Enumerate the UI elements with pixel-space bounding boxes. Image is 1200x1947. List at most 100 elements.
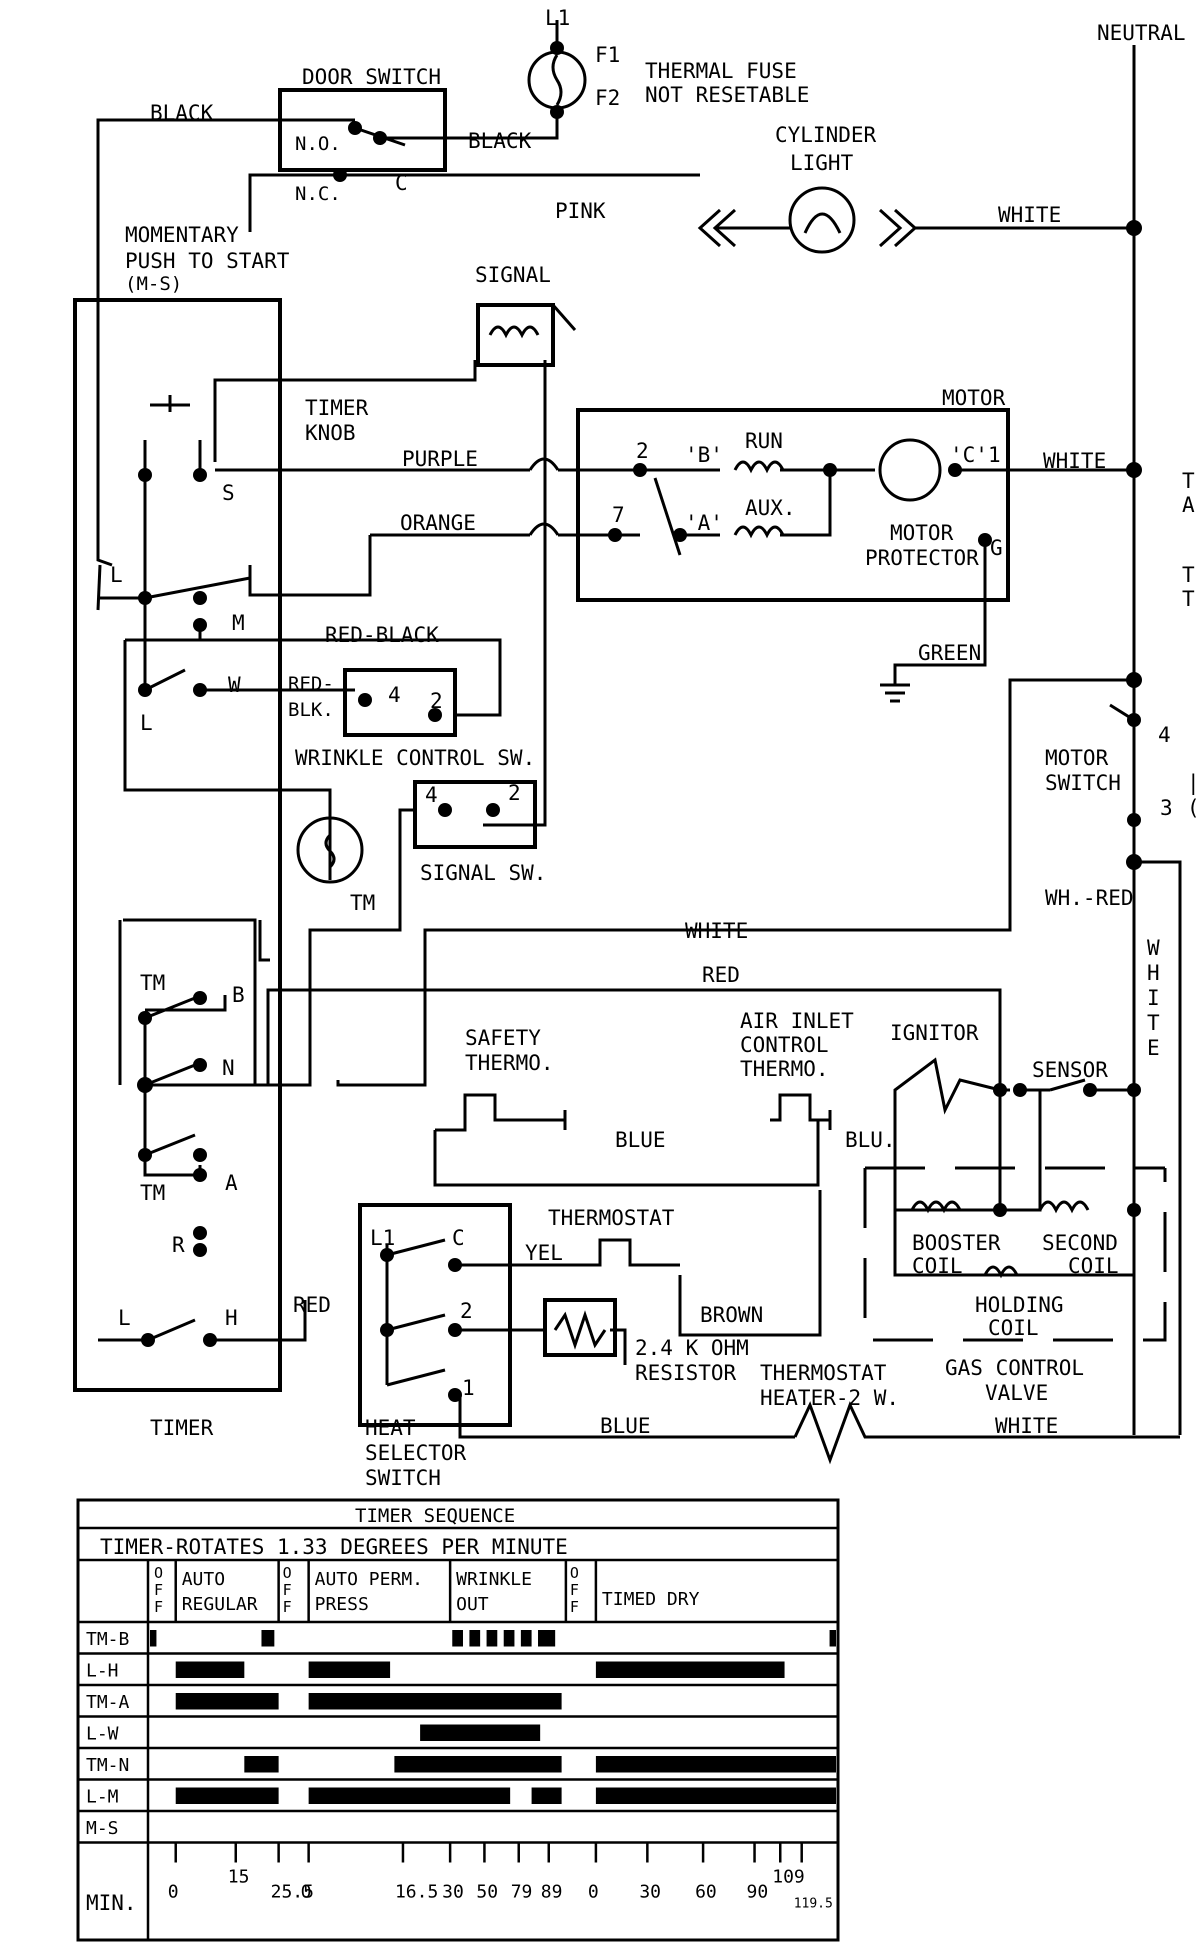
sequence-bar	[469, 1630, 481, 1647]
white-vertical-letter: W	[1147, 936, 1160, 960]
sequence-bar	[244, 1756, 279, 1773]
label-l1: L1	[545, 6, 570, 30]
label-holding-1: HOLDING	[975, 1293, 1064, 1317]
phase-label: F	[570, 1598, 579, 1616]
label-g: G	[990, 536, 1003, 560]
label-tm-a: TM	[140, 1181, 165, 1205]
label-run: RUN	[745, 429, 783, 453]
label-edge-paren: (	[1187, 796, 1200, 820]
label-red-mid: RED	[702, 963, 740, 987]
label-hs-1: 1	[462, 1376, 475, 1400]
label-mb: 'B'	[685, 443, 723, 467]
label-wc2: 2	[430, 689, 443, 713]
resistor	[543, 1298, 617, 1357]
label-c: C	[395, 171, 408, 195]
label-hs-2: 2	[460, 1299, 473, 1323]
label-resistor-2: RESISTOR	[635, 1361, 737, 1385]
sequence-bar	[175, 1693, 279, 1710]
label-n: N	[222, 1056, 235, 1080]
label-edge-t3: T	[1182, 587, 1195, 611]
label-neutral: NEUTRAL	[1097, 21, 1186, 45]
sequence-bar	[503, 1630, 515, 1647]
label-f2: F2	[595, 86, 620, 110]
phase-label: O	[154, 1564, 163, 1582]
label-aux: AUX.	[745, 496, 796, 520]
phase-label: OUT	[456, 1594, 489, 1615]
tick-label: 30	[442, 1882, 464, 1903]
label-wc4: 4	[388, 683, 401, 707]
label-ms: (M-S)	[125, 273, 182, 295]
sequence-bar	[595, 1661, 785, 1678]
phase-label: F	[283, 1598, 292, 1616]
diagram-labels: L1 F1 F2 NEUTRAL THERMAL FUSE NOT RESETA…	[110, 6, 1200, 1490]
label-brown: BROWN	[700, 1303, 763, 1327]
label-purple: PURPLE	[402, 447, 478, 471]
label-motor-protector-1: MOTOR	[890, 521, 954, 545]
tick-label: 0	[168, 1882, 179, 1903]
label-thermal-fuse: THERMAL FUSE	[645, 59, 797, 83]
label-safety-2: THERMO.	[465, 1051, 554, 1075]
label-ignitor: IGNITOR	[890, 1021, 979, 1045]
label-signal-sw: SIGNAL SW.	[420, 861, 546, 885]
sequence-bar	[531, 1787, 562, 1804]
label-w: W	[228, 673, 241, 697]
tick-label: 60	[695, 1882, 717, 1903]
row-label: L-H	[86, 1661, 119, 1682]
label-mc: 'C'	[950, 443, 988, 467]
sequence-bar	[829, 1630, 836, 1647]
row-label: M-S	[86, 1818, 119, 1839]
label-hl: L	[118, 1306, 131, 1330]
label-b: B	[232, 983, 245, 1007]
label-ss4: 4	[425, 783, 438, 807]
label-motor-protector-2: PROTECTOR	[865, 546, 979, 570]
sequence-bar	[394, 1756, 562, 1773]
label-hs-l1: L1	[370, 1226, 395, 1250]
phase-label: O	[570, 1564, 579, 1582]
timer-sequence-chart: TIMER SEQUENCE TIMER-ROTATES 1.33 DEGREE…	[76, 1498, 840, 1942]
phase-label: AUTO PERM.	[315, 1569, 423, 1590]
label-red-h: RED	[293, 1293, 331, 1317]
label-heat: HEAT	[365, 1416, 416, 1440]
junction-dots	[137, 41, 1142, 1402]
label-yel: YEL	[525, 1241, 563, 1265]
phase-label: WRINKLE	[456, 1569, 532, 1590]
label-booster-2: COIL	[912, 1254, 963, 1278]
timer-seq-title: TIMER SEQUENCE	[355, 1505, 515, 1527]
label-edge-a: A	[1182, 493, 1195, 517]
label-blue-bottom: BLUE	[600, 1414, 651, 1438]
phase-label: AUTO	[182, 1569, 225, 1590]
tick-label: 119.5	[794, 1897, 833, 1912]
phase-label: PRESS	[315, 1594, 369, 1615]
sequence-bar	[308, 1787, 511, 1804]
label-holding-2: COIL	[988, 1316, 1039, 1340]
label-edge-t1: T	[1182, 469, 1195, 493]
label-r: R	[172, 1233, 185, 1257]
sequence-bar	[150, 1630, 157, 1647]
label-switch: SWITCH	[365, 1466, 441, 1490]
label-not-resetable: NOT RESETABLE	[645, 83, 809, 107]
label-air-3: THERMO.	[740, 1057, 829, 1081]
label-wrinkle-sw: WRINKLE CONTROL SW.	[295, 746, 535, 770]
tick-label: 0	[301, 1882, 312, 1903]
phase-label: TIMED DRY	[602, 1589, 700, 1610]
label-signal: SIGNAL	[475, 263, 551, 287]
label-gas-1: GAS CONTROL	[945, 1356, 1084, 1380]
sequence-bar	[308, 1693, 562, 1710]
white-vertical-label: WHITE	[1147, 936, 1160, 1060]
row-label: TM-B	[86, 1629, 129, 1650]
label-s: S	[222, 481, 235, 505]
label-cylinder: CYLINDER	[775, 123, 877, 147]
label-edge-bar: |	[1187, 771, 1200, 796]
signal-switch	[413, 780, 537, 849]
tick-label: 109	[772, 1867, 805, 1888]
sequence-bar	[308, 1661, 391, 1678]
label-blu: BLU.	[845, 1128, 896, 1152]
label-thermostat: THERMOSTAT	[548, 1206, 675, 1230]
label-blk: BLK.	[288, 699, 334, 721]
sequence-rows: TM-BL-HTM-AL-WTM-NL-MM-S	[78, 1629, 838, 1844]
tick-label: 89	[541, 1882, 563, 1903]
label-white-bottom: WHITE	[995, 1414, 1058, 1438]
label-door-switch: DOOR SWITCH	[302, 65, 441, 89]
label-heater-2: HEATER-2 W.	[760, 1386, 899, 1410]
